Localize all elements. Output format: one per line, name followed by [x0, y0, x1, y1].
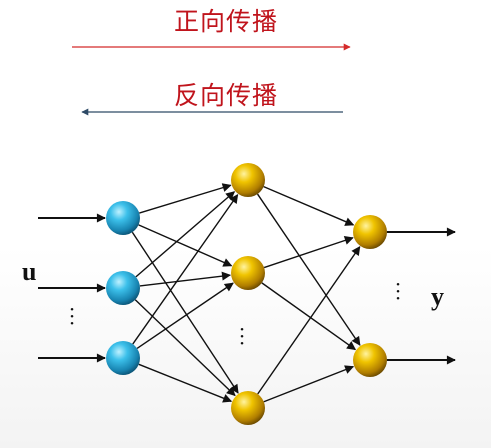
- output-ellipsis-icon: ···: [394, 272, 402, 310]
- hidden-ellipsis-icon: ···: [238, 317, 246, 355]
- edge-input3-hidden3: [138, 363, 233, 403]
- edge-hidden3-output1: [257, 246, 361, 395]
- input-node-3: [106, 341, 140, 375]
- edge-input1-hidden1: [139, 183, 232, 214]
- edge-hidden1-output2: [256, 193, 361, 346]
- edge-input1-hidden3: [131, 231, 239, 394]
- backward-propagation-label: 反向传播: [174, 81, 279, 110]
- edge-input1-hidden2: [138, 224, 233, 267]
- input-node-2: [106, 271, 140, 305]
- hidden-node-2: [231, 256, 265, 290]
- edge-hidden2-output1: [263, 236, 354, 269]
- hidden-node-1: [231, 163, 265, 197]
- hidden-node-3: [231, 391, 265, 425]
- edge-input2-hidden2: [139, 271, 232, 287]
- input-ellipsis-icon: ···: [68, 297, 76, 335]
- output-node-1: [353, 215, 387, 249]
- input-symbol-u: u: [22, 257, 37, 286]
- edge-hidden3-output2: [263, 365, 355, 403]
- output-node-2: [353, 343, 387, 377]
- edge-input2-hidden1: [135, 191, 236, 278]
- edge-input2-hidden3: [134, 299, 236, 397]
- edge-input3-hidden1: [132, 193, 239, 345]
- edge-input3-hidden2: [136, 282, 234, 350]
- output-symbol-y: y: [431, 282, 444, 311]
- edge-hidden1-output1: [263, 186, 355, 226]
- forward-propagation-label: 正向传播: [174, 7, 279, 36]
- input-node-1: [106, 201, 140, 235]
- edge-hidden2-output2: [261, 282, 357, 351]
